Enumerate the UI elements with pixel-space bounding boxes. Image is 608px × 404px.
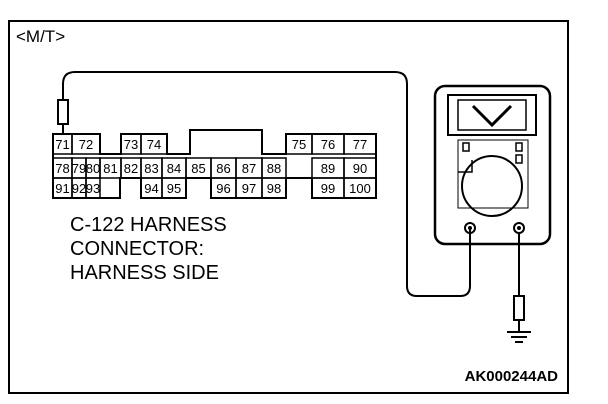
probe-tip (57, 99, 69, 125)
connector-cavity (85, 177, 101, 199)
pin-label: 80 (86, 161, 100, 176)
pin-label: 96 (216, 181, 230, 196)
pin-label: 100 (349, 181, 371, 196)
pin-label: 90 (353, 161, 367, 176)
connector-label-line-3: HARNESS SIDE (70, 262, 219, 284)
pin-label: 91 (55, 181, 69, 196)
reference-code: AK000244AD (464, 368, 558, 385)
connector-cavity (161, 177, 187, 199)
connector-label-line-1: C-122 HARNESS (70, 214, 227, 236)
connector-cavity (343, 177, 377, 199)
connector-label-line-2: CONNECTOR: (70, 238, 205, 260)
pin-label: 77 (353, 137, 367, 152)
pin-label: 72 (79, 137, 93, 152)
pin-label: 71 (55, 137, 69, 152)
pin-label: 79 (72, 161, 86, 176)
pin-label: 93 (86, 181, 100, 196)
pin-label: 76 (321, 137, 335, 152)
pin-label: 98 (267, 181, 281, 196)
connector-cavity (140, 133, 168, 155)
pin-label: 87 (242, 161, 256, 176)
connector-cavity (71, 133, 101, 155)
pin-label: 75 (292, 137, 306, 152)
pin-label: 74 (147, 137, 161, 152)
pin-label: 94 (144, 181, 158, 196)
pin-label: 95 (167, 181, 181, 196)
connector-cavity (261, 177, 287, 199)
pin-label: 88 (267, 161, 281, 176)
multimeter (433, 84, 552, 246)
pin-label: 73 (124, 137, 138, 152)
pin-label: 86 (216, 161, 230, 176)
ground-icon (507, 331, 531, 343)
pin-label: 89 (321, 161, 335, 176)
pin-label: 78 (55, 161, 69, 176)
pin-label: 85 (191, 161, 205, 176)
pin-label: 81 (103, 161, 117, 176)
pin-label: 82 (124, 161, 138, 176)
connector-cavity (343, 133, 377, 155)
ground-lead (513, 233, 525, 332)
pin-label: 97 (242, 181, 256, 196)
diagram-frame (8, 20, 569, 394)
pin-label: 92 (72, 181, 86, 196)
pin-label: 84 (167, 161, 181, 176)
variant-label: <M/T> (16, 27, 66, 46)
pin-label: 99 (321, 181, 335, 196)
pin-label: 83 (144, 161, 158, 176)
